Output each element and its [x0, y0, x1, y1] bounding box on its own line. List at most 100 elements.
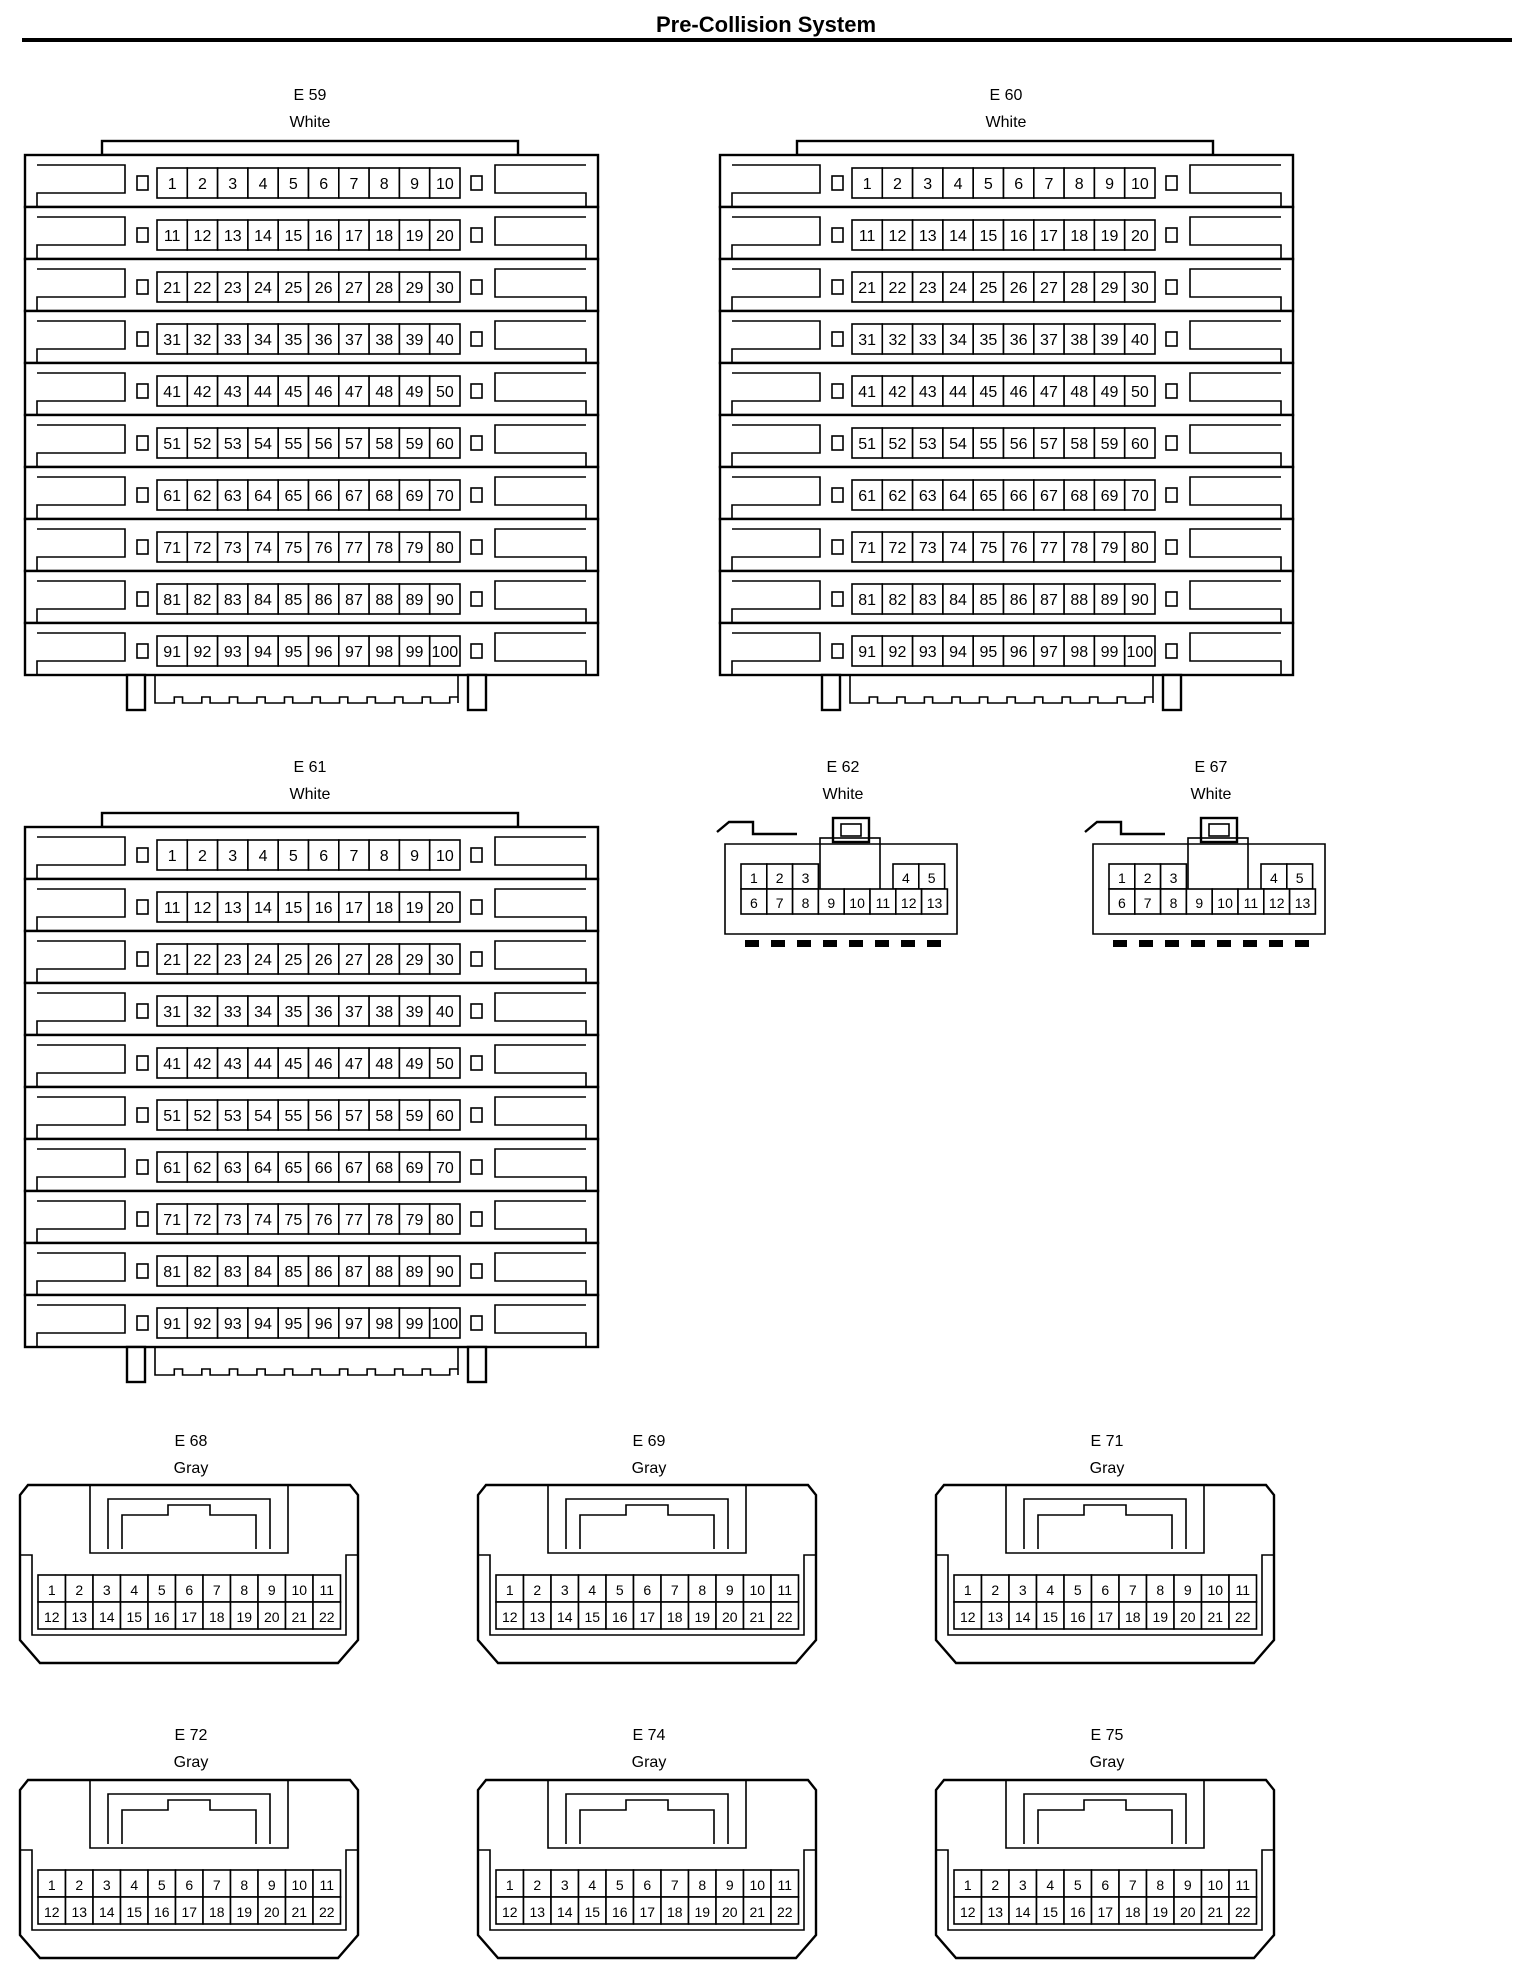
pin-number: 41: [163, 1056, 181, 1073]
pin-number: 48: [375, 1056, 393, 1073]
pin-cell: [398, 1047, 431, 1079]
pin-number: 19: [694, 1904, 710, 1920]
pin-number: 94: [254, 1316, 272, 1333]
pin-number: 22: [319, 1904, 335, 1920]
pin-number: 51: [163, 1108, 181, 1125]
latch-left: [731, 268, 821, 311]
pin-number: 5: [984, 176, 993, 193]
pin-number: 64: [254, 488, 272, 505]
pin-cell: [911, 635, 944, 667]
inner-frame: [478, 1849, 816, 1931]
pin-number: 3: [561, 1582, 569, 1598]
pin-number: 10: [436, 176, 454, 193]
pin-number: 95: [284, 1316, 302, 1333]
pin-number: 54: [949, 436, 967, 453]
pin-cell: [337, 167, 370, 199]
pin-number: 64: [949, 488, 967, 505]
connector-id: E 68: [175, 1433, 208, 1450]
pin-cell: [398, 1307, 431, 1339]
pin-number: 21: [291, 1609, 307, 1625]
pin-number: 9: [1184, 1582, 1192, 1598]
latch-left: [36, 1044, 126, 1087]
pin-cell: [742, 1869, 772, 1898]
pin-cell: [495, 1896, 525, 1925]
pin-cell: [428, 839, 461, 871]
pin-number: 69: [1101, 488, 1119, 505]
lock-tab-right: [470, 487, 483, 503]
pin-number: 1: [964, 1582, 972, 1598]
pin-number: 13: [224, 900, 242, 917]
pin-cell: [186, 271, 219, 303]
pin-cell: [156, 1151, 189, 1183]
foot-left: [125, 1345, 147, 1384]
pin-number: 96: [315, 644, 333, 661]
pin-cell: [942, 375, 975, 407]
pin-cell: [1033, 427, 1065, 459]
pin-number: 34: [254, 1004, 272, 1021]
foot-rail: [154, 1347, 459, 1376]
pin-number: 45: [284, 1056, 302, 1073]
pin-number: 3: [802, 870, 810, 886]
lock-tab-left: [136, 487, 149, 503]
pin-number: 14: [99, 1609, 115, 1625]
pin-cell: [156, 943, 189, 975]
pin-number: 8: [802, 895, 810, 911]
pin-cell: [337, 219, 370, 251]
terminal-foot: [849, 940, 863, 947]
pin-cell: [284, 1574, 314, 1603]
lock-tab-right: [470, 331, 483, 347]
latch-left: [36, 1304, 126, 1347]
pin-cell: [312, 1574, 342, 1603]
pin-number: 18: [1125, 1904, 1141, 1920]
pin-number: 2: [1144, 870, 1152, 886]
pin-cell: [1123, 375, 1156, 407]
pin-cell: [186, 1151, 219, 1183]
pin-cell: [156, 167, 189, 199]
pin-cell: [337, 1203, 370, 1235]
pin-cell: [881, 323, 914, 355]
lock-tab-right: [470, 1107, 483, 1123]
pin-number: 100: [1126, 644, 1153, 661]
pin-cell: [428, 1047, 461, 1079]
pin-cell: [911, 323, 944, 355]
pin-number: 57: [345, 1108, 363, 1125]
pin-number: 76: [315, 1212, 333, 1229]
lock-tab-left: [136, 175, 149, 191]
pin-cell: [186, 839, 219, 871]
pin-number: 28: [375, 280, 393, 297]
pin-number: 10: [436, 848, 454, 865]
latch-outer: [107, 1793, 271, 1844]
pin-cell: [1237, 888, 1265, 915]
terminal-foot: [1243, 940, 1257, 947]
pin-number: 60: [436, 1108, 454, 1125]
pin-cell: [1063, 323, 1096, 355]
pin-number: 64: [254, 1160, 272, 1177]
latch-left: [36, 216, 126, 259]
pin-cell: [1063, 1601, 1093, 1630]
pin-number: 4: [954, 176, 963, 193]
latch-left: [36, 580, 126, 623]
pin-cell: [186, 167, 219, 199]
pin-cell: [307, 323, 340, 355]
pin-number: 53: [224, 436, 242, 453]
pin-cell: [156, 271, 189, 303]
pin-number: 15: [126, 1904, 142, 1920]
pin-number: 17: [181, 1609, 197, 1625]
pin-cell: [307, 943, 340, 975]
pin-number: 84: [254, 1264, 272, 1281]
pin-cell: [398, 375, 431, 407]
pin-cell: [577, 1601, 607, 1630]
pin-number: 16: [612, 1904, 628, 1920]
pin-number: 6: [1101, 1582, 1109, 1598]
lock-tab-left: [831, 435, 844, 451]
pin-number: 17: [639, 1904, 655, 1920]
pin-cell: [740, 863, 768, 890]
pin-number: 51: [163, 436, 181, 453]
pin-cell: [1145, 1601, 1175, 1630]
pin-cell: [1093, 219, 1126, 251]
pin-cell: [337, 531, 370, 563]
pin-number: 80: [1131, 540, 1149, 557]
pin-cell: [186, 635, 219, 667]
release-tab-inner: [1208, 823, 1230, 837]
